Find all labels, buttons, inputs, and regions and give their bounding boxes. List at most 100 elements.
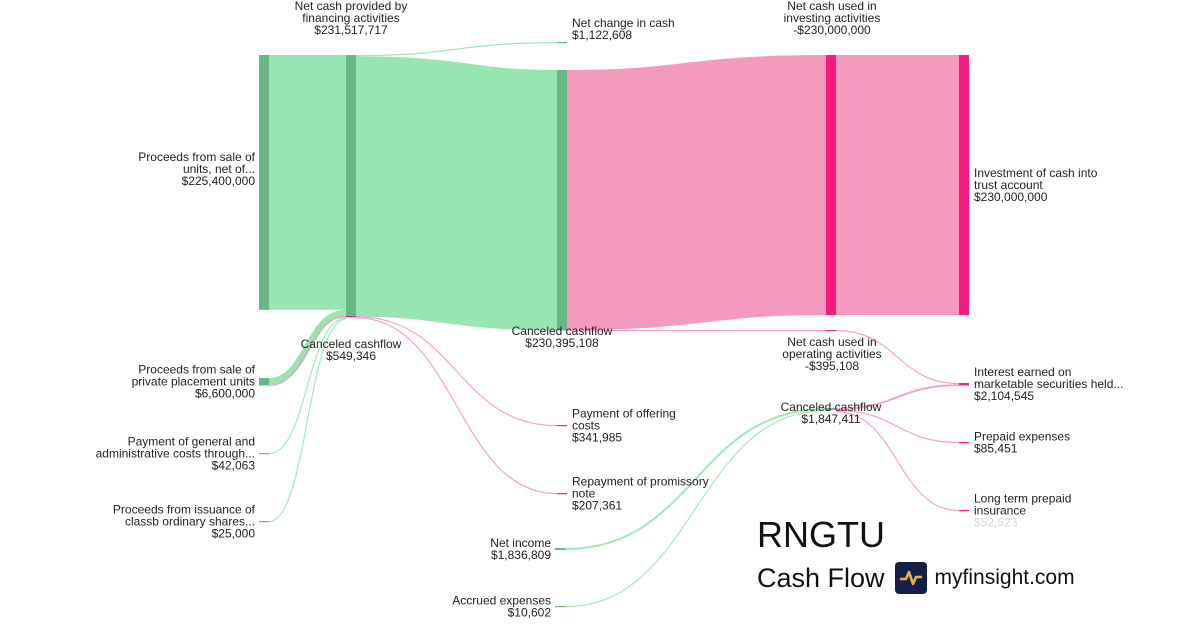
node-name-line: costs bbox=[572, 419, 600, 433]
sankey-node-proceeds_classb bbox=[259, 521, 269, 523]
node-value: $1,847,411 bbox=[801, 412, 860, 426]
node-name-line: Net income bbox=[490, 536, 551, 550]
node-name-line: Net change in cash bbox=[572, 16, 675, 30]
sankey-node-lt_prepaid bbox=[959, 510, 969, 512]
node-value: -$395,108 bbox=[805, 359, 859, 373]
node-name-line: Payment of offering bbox=[572, 407, 676, 421]
node-value: $1,836,809 bbox=[491, 548, 551, 562]
sankey-node-net_income bbox=[555, 548, 565, 551]
node-name-line: insurance bbox=[974, 504, 1026, 518]
node-value: $341,985 bbox=[572, 431, 622, 445]
sankey-node-accrued bbox=[555, 606, 565, 608]
sankey-node-canceled_230m bbox=[557, 70, 567, 331]
node-label-canceled_1847: Canceled cashflow$1,847,411 bbox=[781, 400, 882, 426]
sankey-link-financing-to-canceled_230m bbox=[355, 56, 558, 331]
sankey-node-proceeds_private bbox=[259, 378, 269, 386]
sankey-link-canceled_1847-to-prepaid bbox=[835, 409, 960, 444]
node-label-canceled_230m: Canceled cashflow$230,395,108 bbox=[512, 324, 613, 350]
brand-subline: Cash Flow myfinsight.com bbox=[757, 562, 1075, 594]
sankey-node-prepaid bbox=[959, 442, 969, 444]
sankey-link-financing-to-net_change bbox=[355, 41, 558, 57]
node-name-line: Proceeds from issuance of bbox=[113, 503, 256, 517]
node-value: $231,517,717 bbox=[314, 23, 388, 37]
sankey-link-operating-to-interest bbox=[835, 330, 960, 385]
node-value: $52,523 bbox=[974, 516, 1018, 530]
sankey-node-canceled_1847 bbox=[826, 408, 836, 411]
node-label-net_change: Net change in cash$1,122,608 bbox=[572, 16, 675, 42]
sankey-link-canceled_230m-to-investing bbox=[566, 55, 827, 330]
node-label-canceled_549: Canceled cashflow$549,346 bbox=[301, 337, 402, 363]
node-value: $6,600,000 bbox=[195, 387, 255, 401]
sankey-node-operating bbox=[826, 330, 836, 332]
node-value: -$230,000,000 bbox=[793, 23, 871, 37]
node-name-line: Repayment of promissory bbox=[572, 475, 709, 489]
node-name-line: Investment of cash into bbox=[974, 166, 1098, 180]
sankey-link-proceeds_private-to-canceled_549 bbox=[268, 316, 347, 387]
sankey-link-proceeds_classb-to-canceled_549 bbox=[268, 318, 347, 523]
sankey-link-canceled_549-to-promissory bbox=[355, 317, 558, 495]
sankey-node-canceled_549 bbox=[346, 316, 356, 318]
node-name-line: Canceled cashflow bbox=[512, 324, 613, 338]
node-value: $230,000,000 bbox=[974, 190, 1048, 204]
chart-subtitle: Cash Flow bbox=[757, 562, 885, 593]
node-name-line: classb ordinary shares... bbox=[125, 515, 255, 529]
sankey-node-proceeds_units bbox=[259, 55, 269, 310]
node-value: $1,122,608 bbox=[572, 28, 632, 42]
node-name-line: Prepaid expenses bbox=[974, 430, 1070, 444]
node-value: $42,063 bbox=[212, 459, 256, 473]
node-name-line: Canceled cashflow bbox=[301, 337, 402, 351]
sankey-link-proceeds_private-to-financing bbox=[268, 309, 347, 385]
node-label-accrued: Accrued expenses$10,602 bbox=[452, 594, 551, 620]
node-name-line: Net cash used in bbox=[787, 0, 876, 13]
node-name-line: Net cash used in bbox=[787, 335, 876, 349]
node-name-line: marketable securities held... bbox=[974, 377, 1123, 391]
sankey-link-canceled_1847-to-lt_prepaid bbox=[835, 411, 960, 512]
sankey-link-net_income-to-canceled_1847 bbox=[564, 407, 827, 551]
node-name-line: operating activities bbox=[782, 347, 881, 361]
node-name-line: administrative costs through... bbox=[96, 447, 255, 461]
node-name-line: private placement units bbox=[132, 375, 255, 389]
sankey-nodes bbox=[259, 42, 969, 608]
sankey-node-payment_ga bbox=[259, 453, 269, 455]
ticker-title: RNGTU bbox=[757, 514, 885, 555]
sankey-node-offering_costs bbox=[557, 425, 567, 427]
node-name-line: Payment of general and bbox=[128, 435, 255, 449]
node-name-line: units, net of... bbox=[183, 162, 255, 176]
node-name-line: trust account bbox=[974, 178, 1043, 192]
sankey-link-payment_ga-to-canceled_549 bbox=[268, 317, 347, 455]
node-value: $225,400,000 bbox=[182, 174, 256, 188]
node-name-line: Long term prepaid bbox=[974, 492, 1071, 506]
sankey-link-canceled_549-to-offering_costs bbox=[355, 316, 558, 427]
node-value: $85,451 bbox=[974, 442, 1018, 456]
sankey-node-financing bbox=[346, 55, 356, 317]
brand-block: RNGTU Cash Flow myfinsight.com bbox=[757, 512, 1075, 594]
pulse-chart-icon bbox=[894, 562, 927, 594]
sankey-links bbox=[268, 41, 960, 608]
sankey-node-trust bbox=[959, 55, 969, 315]
node-value: $230,395,108 bbox=[525, 336, 599, 350]
node-value: $2,104,545 bbox=[974, 389, 1034, 403]
node-name-line: Net cash provided by bbox=[295, 0, 408, 13]
node-name-line: note bbox=[572, 487, 596, 501]
sankey-node-net_change bbox=[557, 42, 567, 44]
node-label-net_income: Net income$1,836,809 bbox=[490, 536, 551, 562]
node-value: $10,602 bbox=[508, 606, 552, 620]
node-name-line: investing activities bbox=[784, 11, 881, 25]
node-name-line: Interest earned on bbox=[974, 365, 1071, 379]
sankey-node-promissory bbox=[557, 493, 567, 495]
node-value: $549,346 bbox=[326, 349, 376, 363]
node-name-line: Proceeds from sale of bbox=[138, 363, 255, 377]
